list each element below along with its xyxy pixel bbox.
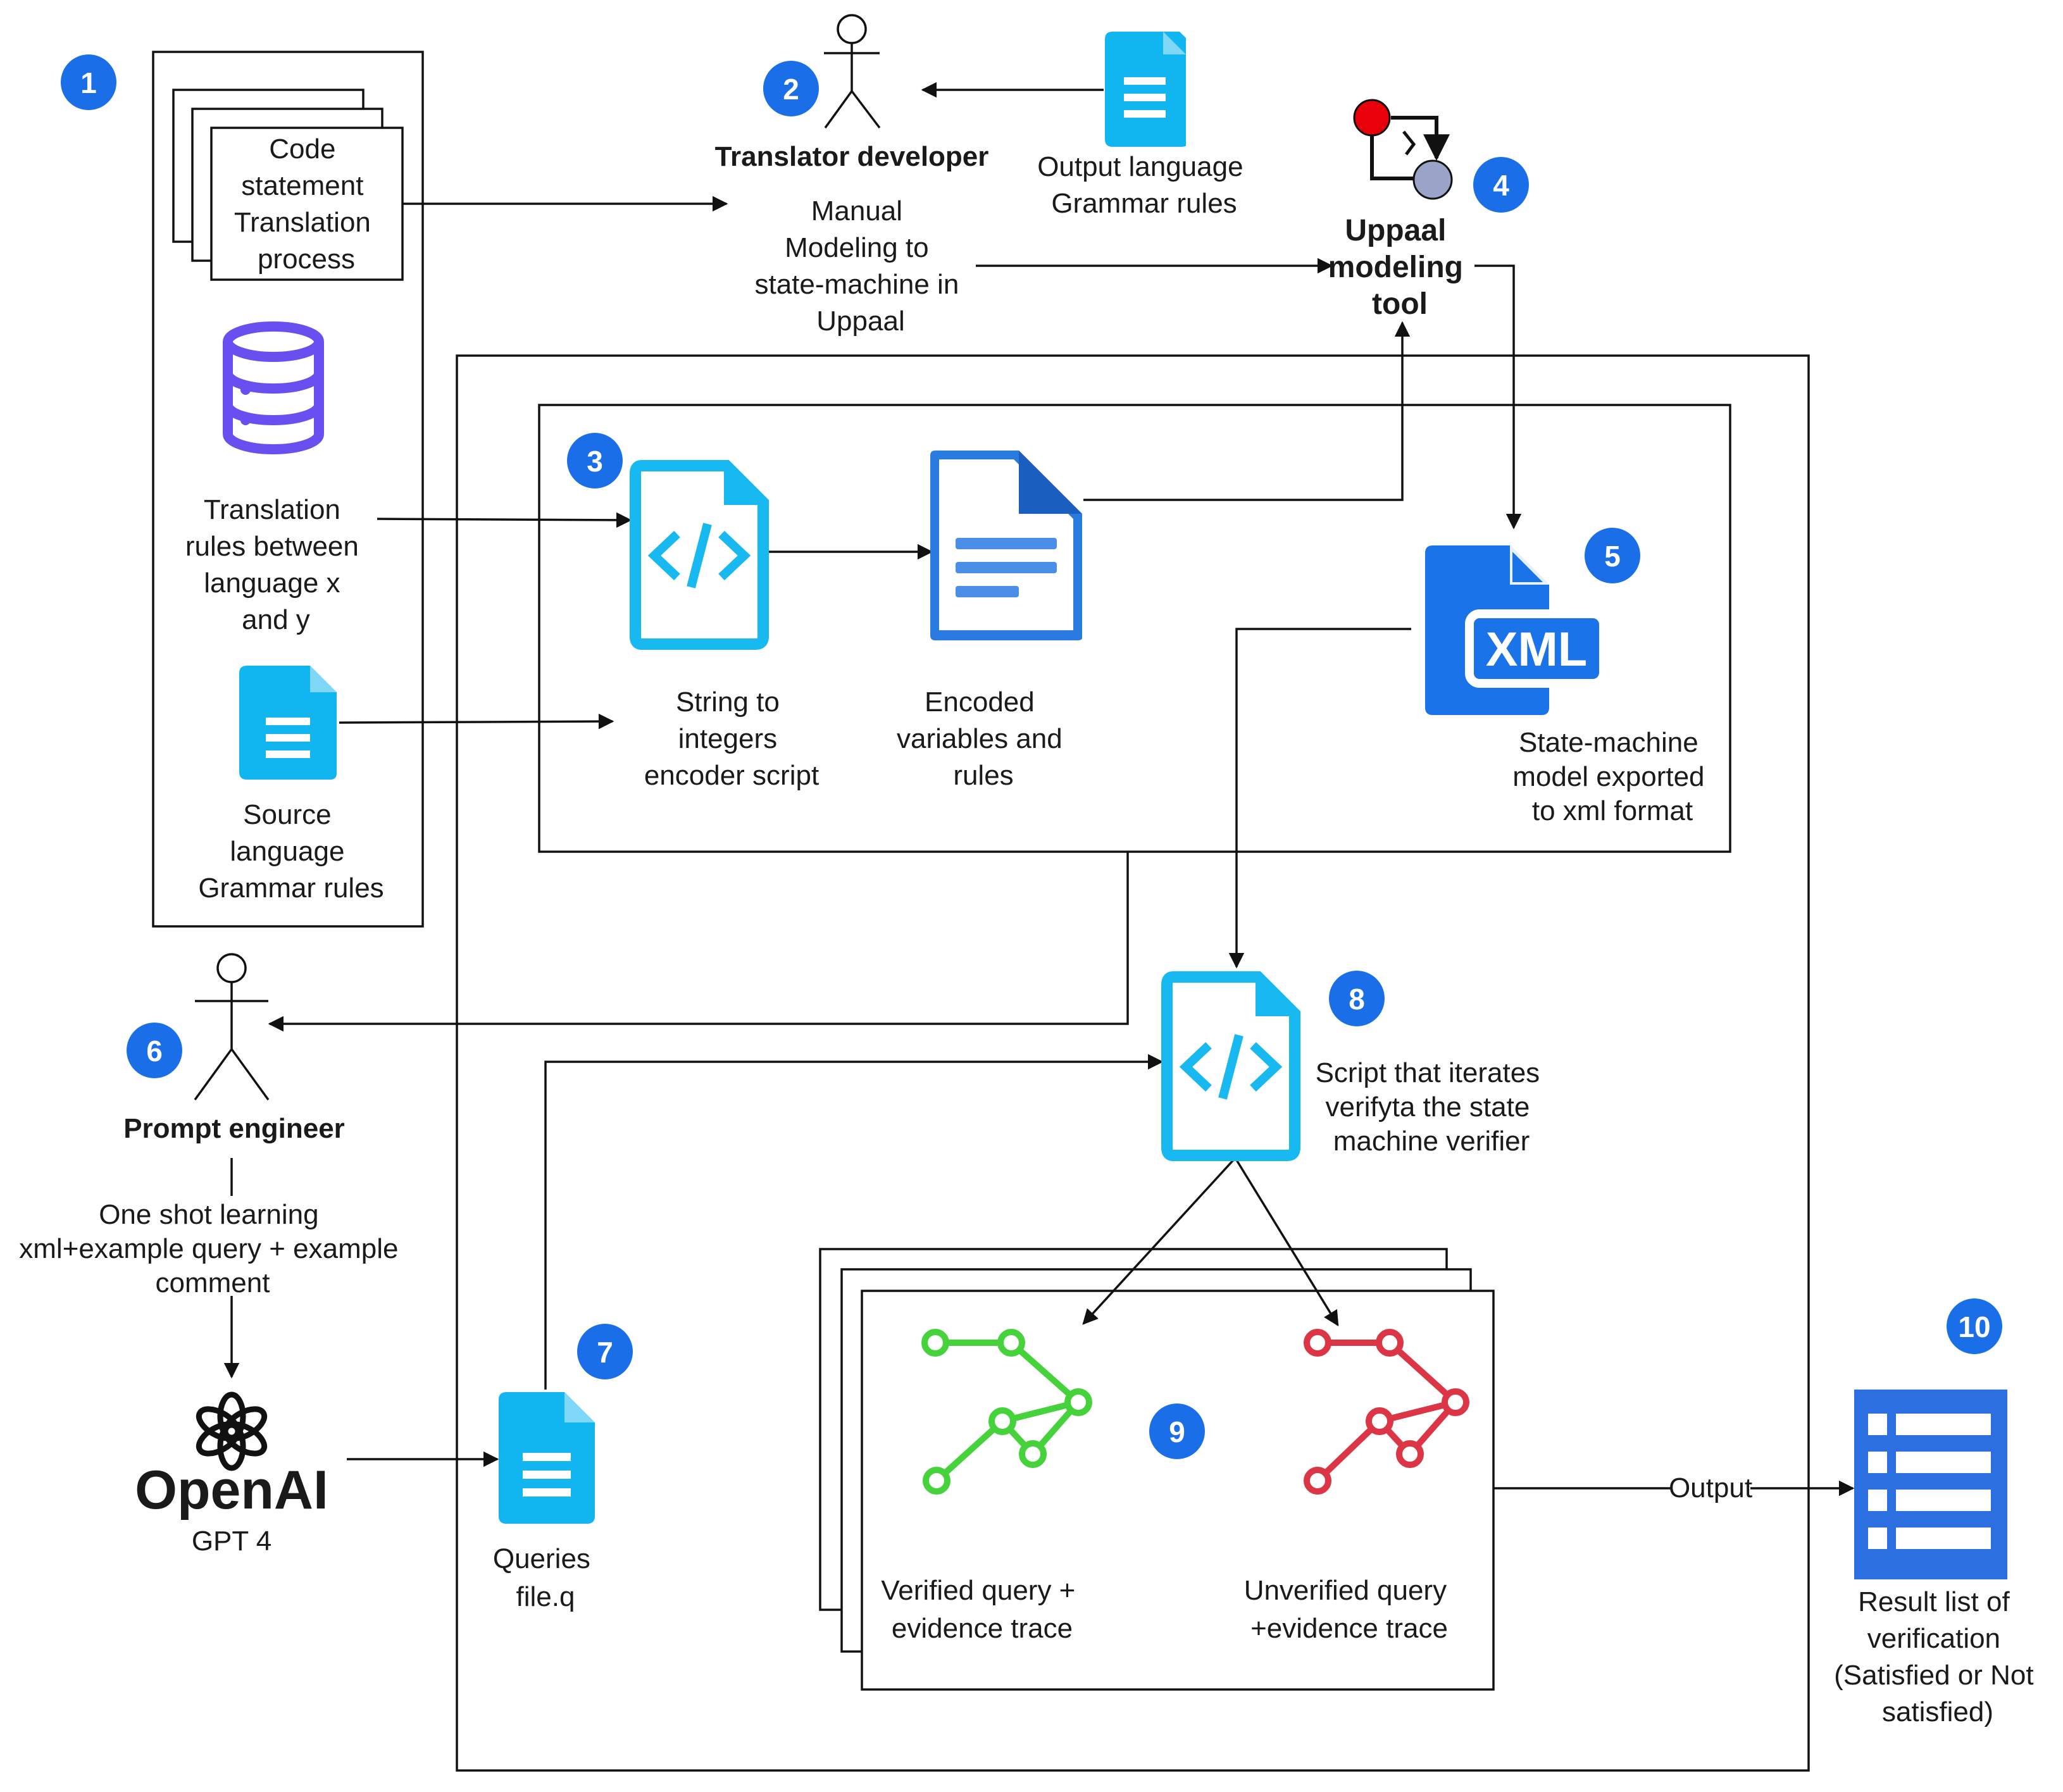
edge-encoding-to-prompt-engineer — [268, 852, 1129, 1032]
translator-developer-actor-icon — [824, 14, 881, 129]
edge-verifier-to-unverified — [1234, 1157, 1339, 1327]
svg-text:6: 6 — [146, 1035, 163, 1067]
edge-xml-to-verifier — [1228, 628, 1411, 969]
openai-logo-icon — [196, 1391, 268, 1471]
svg-text:4: 4 — [1493, 169, 1509, 202]
edge-output-label: Output — [1669, 1472, 1752, 1503]
svg-text:7: 7 — [597, 1336, 613, 1369]
badge-1: 1 — [61, 54, 116, 110]
xml-file-icon: XML — [1425, 545, 1608, 715]
unverified-trace-path-icon — [1304, 1329, 1469, 1495]
translator-developer-label: Translator developer — [715, 141, 989, 172]
badge-9: 9 — [1149, 1403, 1205, 1459]
encoder-code-file-icon — [630, 460, 769, 650]
edge-verifier-to-verified — [1082, 1157, 1237, 1325]
prompt-engineer-actor-icon — [194, 953, 270, 1101]
openai-name: OpenAI — [135, 1460, 328, 1521]
output-grammar-label: Output language Grammar rules — [1037, 151, 1251, 219]
xml-export-label: State-machine model exported to xml form… — [1512, 727, 1712, 826]
badge-10: 10 — [1947, 1298, 2002, 1354]
verifier-code-file-icon — [1161, 971, 1300, 1161]
svg-text:3: 3 — [587, 445, 603, 478]
encoder-script-label: String to integers encoder script — [644, 687, 819, 791]
badge-2: 2 — [763, 61, 819, 116]
edge-grammar-to-encoder — [339, 713, 614, 730]
edge-rules-to-encoder — [377, 512, 632, 528]
result-list-label: Result list of verification (Satisfied o… — [1834, 1586, 2041, 1727]
uppaal-tool-label: Uppaal modeling tool — [1328, 214, 1472, 321]
svg-text:1: 1 — [80, 66, 97, 99]
queries-file-label: Queries file.q — [493, 1543, 598, 1612]
one-shot-label: One shot learning xml+example query + ex… — [19, 1199, 406, 1298]
svg-text:9: 9 — [1169, 1416, 1185, 1448]
gpt-label: GPT 4 — [192, 1526, 271, 1557]
output-grammar-document-icon — [1105, 32, 1186, 147]
verified-trace-path-icon — [921, 1329, 1092, 1495]
badge-4: 4 — [1473, 157, 1529, 213]
badge-6: 6 — [127, 1023, 182, 1078]
translation-rules-label: Translation rules between language x and… — [185, 494, 366, 635]
svg-text:2: 2 — [783, 73, 799, 106]
edge-encoded-to-uppaal — [1083, 321, 1411, 501]
encoded-variables-document-icon — [930, 451, 1082, 640]
svg-text:8: 8 — [1349, 983, 1365, 1016]
badge-7: 7 — [577, 1324, 633, 1379]
prompt-engineer-label: Prompt engineer — [123, 1113, 345, 1144]
svg-text:XML: XML — [1486, 623, 1587, 676]
encoded-variables-label: Encoded variables and rules — [897, 687, 1070, 791]
edge-uppaal-to-xml — [1474, 264, 1522, 530]
evidence-card-front — [861, 1290, 1495, 1691]
database-icon — [223, 321, 324, 454]
unverified-query-label: Unverified query +evidence trace — [1244, 1575, 1455, 1644]
badge-3: 3 — [567, 433, 623, 488]
code-translation-label: Code statement Translation process — [234, 134, 378, 275]
verifier-script-label: Script that iterates verifyta the state … — [1316, 1057, 1548, 1157]
edge-queries-to-verifier — [544, 1054, 1164, 1390]
uppaal-automaton-icon — [1353, 99, 1453, 200]
result-list-icon — [1854, 1390, 2007, 1579]
badge-5: 5 — [1585, 528, 1640, 583]
svg-text:5: 5 — [1604, 540, 1621, 573]
source-grammar-document-icon — [239, 666, 337, 780]
badge-8: 8 — [1329, 971, 1385, 1026]
verified-query-label: Verified query + evidence trace — [881, 1575, 1083, 1644]
queries-document-icon — [499, 1392, 595, 1524]
code-card-front — [210, 127, 404, 281]
svg-text:10: 10 — [1958, 1310, 1990, 1343]
source-grammar-label: Source language Grammar rules — [198, 799, 383, 904]
manual-modeling-label: Manual Modeling to state-machine in Uppa… — [754, 196, 966, 337]
